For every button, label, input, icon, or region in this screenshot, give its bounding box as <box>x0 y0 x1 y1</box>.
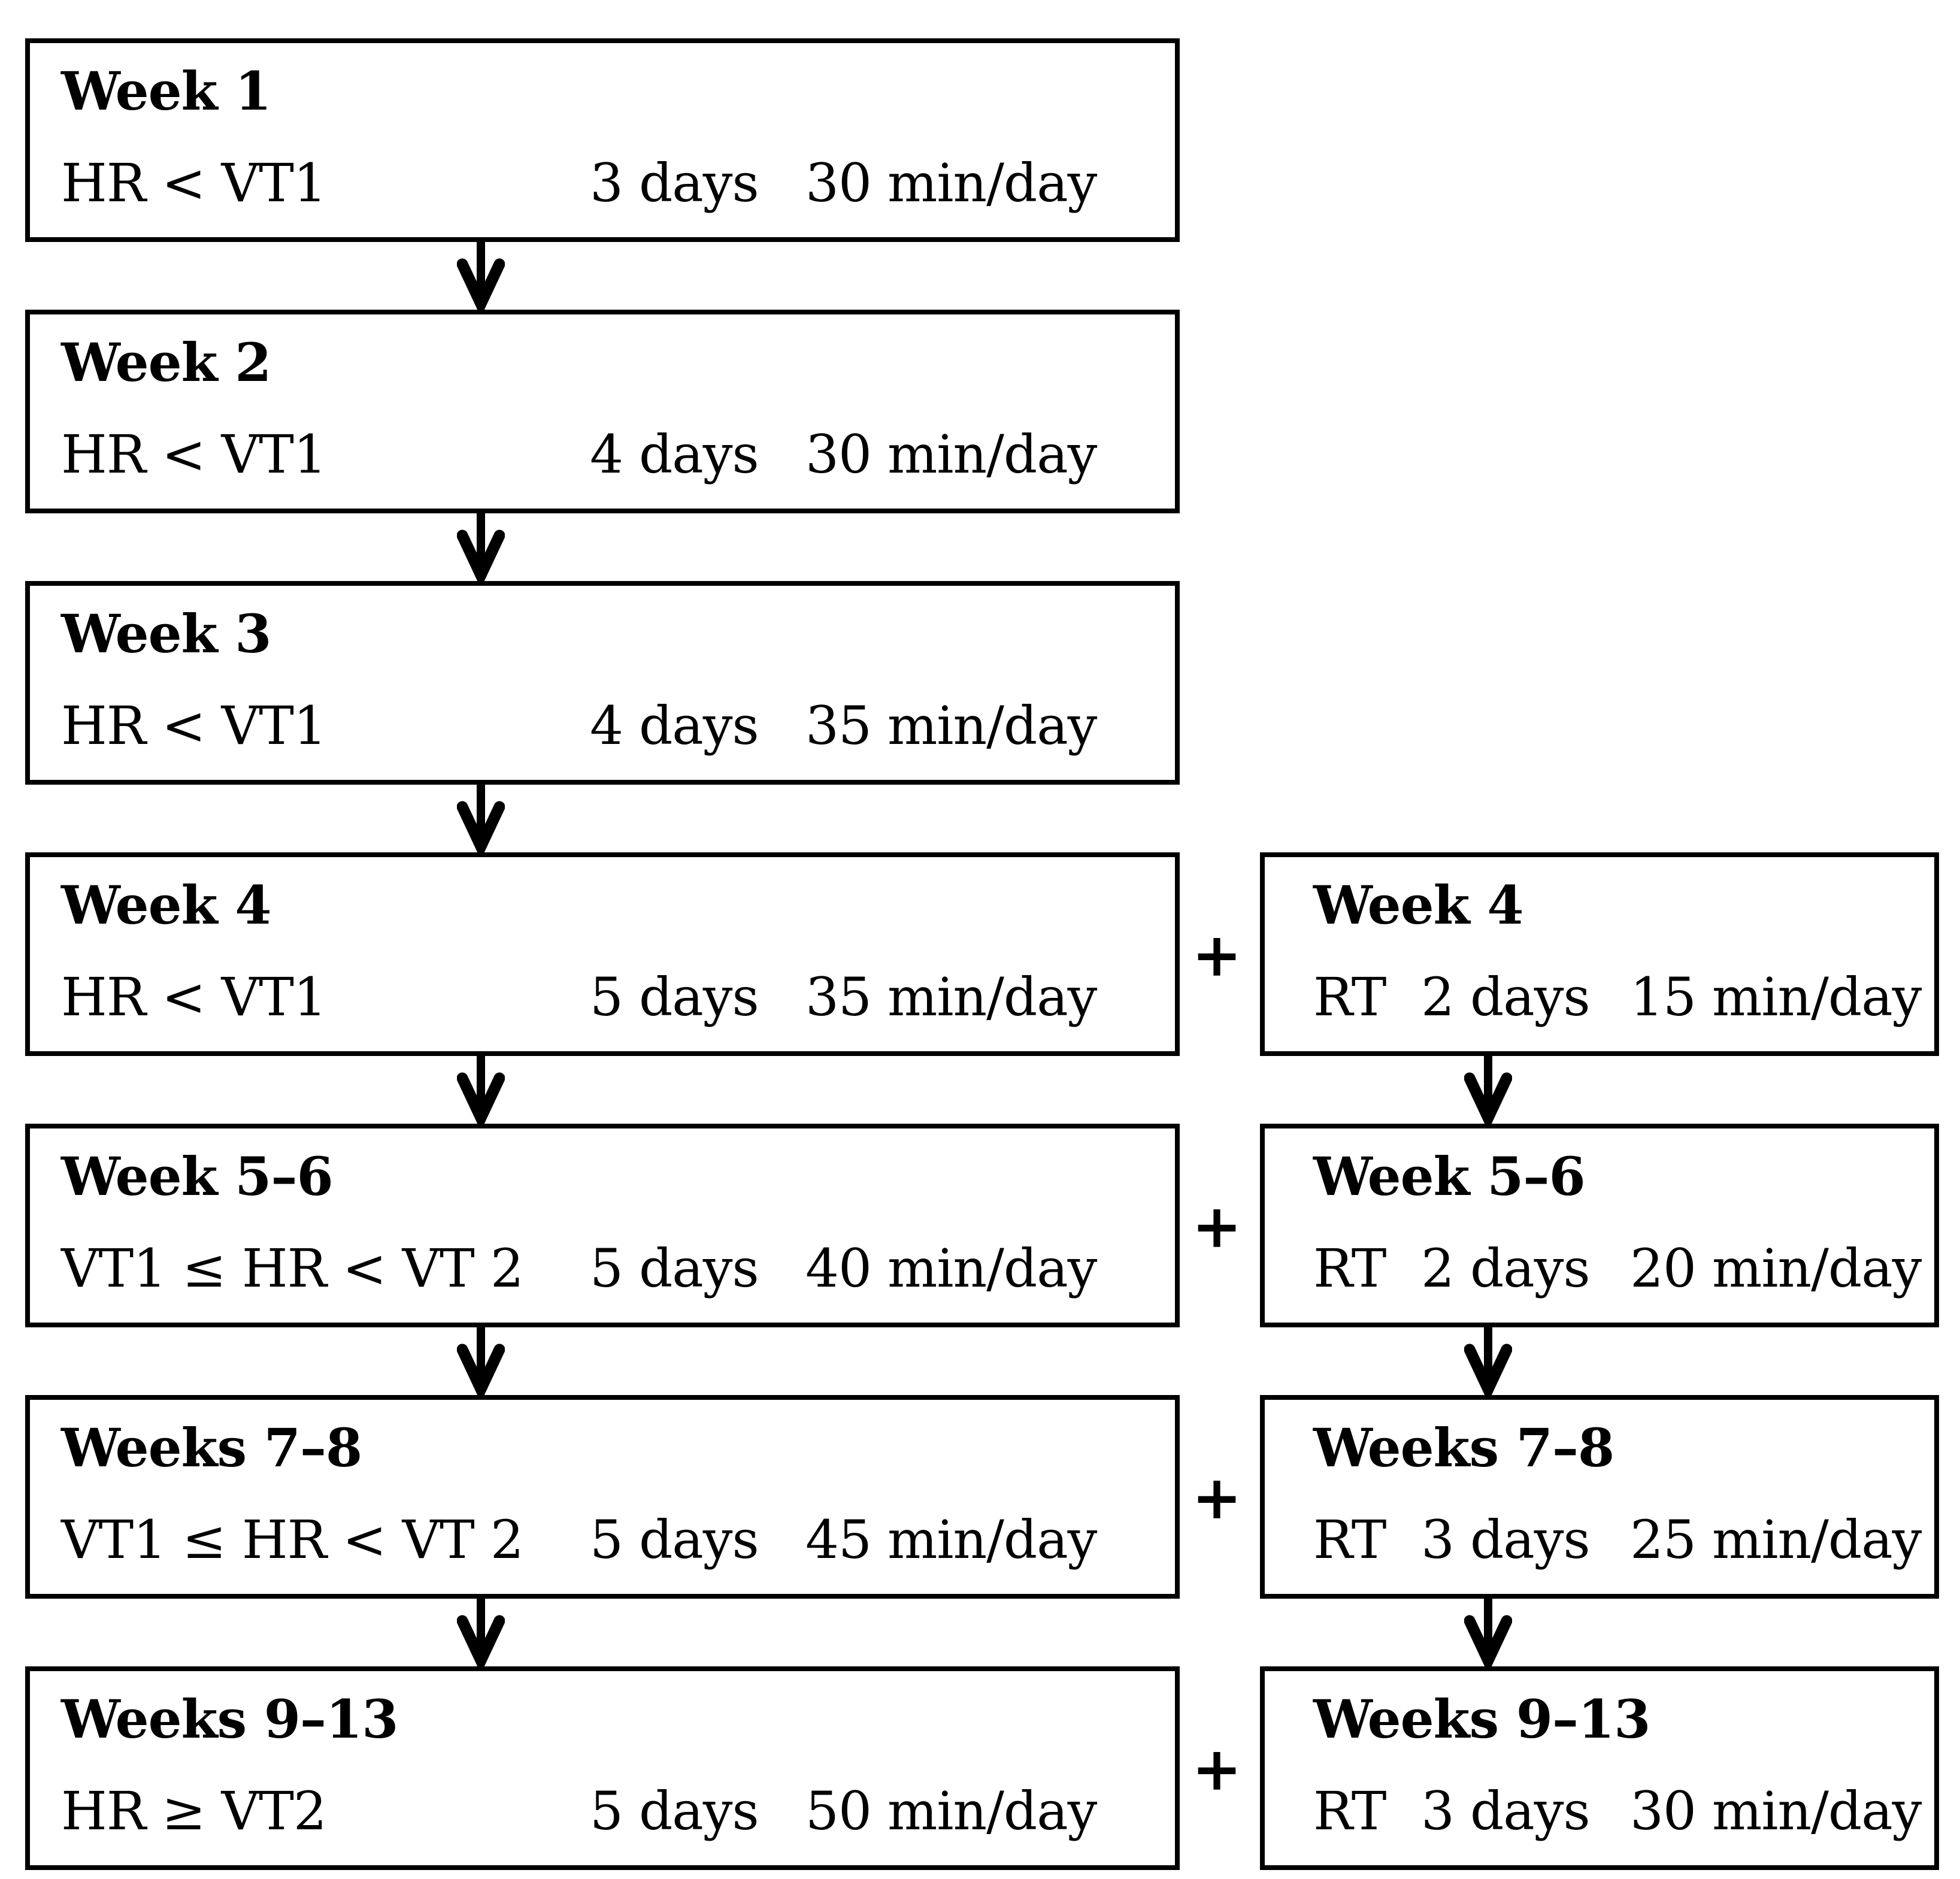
box-detail-row: RT 2 days 15 min/day <box>1265 971 1934 1031</box>
down-arrow <box>1464 1056 1512 1124</box>
box-title: Week 1 <box>61 60 271 122</box>
box-detail-row: HR < VT1 5 days 35 min/day <box>30 971 1175 1031</box>
box-detail-row: VT1 ≤ HR < VT 2 5 days 40 min/day <box>30 1242 1175 1302</box>
box-title: Weeks 9–13 <box>1313 1688 1650 1750</box>
down-arrow <box>457 513 505 581</box>
box-title: Week 3 <box>61 603 271 665</box>
plus-sign: + <box>1192 1191 1242 1261</box>
box-detail-row: RT 3 days 25 min/day <box>1265 1514 1934 1574</box>
down-arrow <box>457 1599 505 1666</box>
box-title: Week 2 <box>61 331 271 394</box>
days-label: 5 days <box>590 1237 759 1299</box>
left-box-weeks-9-13: Weeks 9–13 HR ≥ VT2 5 days 50 min/day <box>25 1666 1180 1870</box>
down-arrow-icon <box>457 1056 505 1124</box>
box-title: Weeks 7–8 <box>1313 1417 1614 1479</box>
days-label: 2 days <box>1421 966 1591 1028</box>
activity-label: RT <box>1313 1509 1386 1571</box>
left-box-week-5-6: Week 5–6 VT1 ≤ HR < VT 2 5 days 40 min/d… <box>25 1124 1180 1327</box>
intensity-label: HR < VT1 <box>61 695 327 757</box>
intensity-label: HR < VT1 <box>61 423 327 485</box>
down-arrow <box>1464 1599 1512 1666</box>
left-box-week-2: Week 2 HR < VT1 4 days 30 min/day <box>25 310 1180 513</box>
down-arrow <box>457 785 505 852</box>
activity-label: RT <box>1313 1237 1386 1299</box>
box-detail-row: RT 3 days 30 min/day <box>1265 1785 1934 1845</box>
duration-label: 30 min/day <box>1630 1780 1922 1842</box>
down-arrow-icon <box>1464 1327 1512 1395</box>
down-arrow <box>457 242 505 310</box>
box-detail-row: HR < VT1 4 days 30 min/day <box>30 428 1175 488</box>
down-arrow-icon <box>457 513 505 581</box>
right-box-week-5-6: Week 5–6 RT 2 days 20 min/day <box>1260 1124 1939 1327</box>
days-label: 3 days <box>590 152 759 214</box>
duration-label: 40 min/day <box>805 1237 1097 1299</box>
duration-label: 35 min/day <box>805 695 1097 757</box>
activity-label: RT <box>1313 966 1386 1028</box>
duration-label: 45 min/day <box>805 1509 1097 1571</box>
box-detail-row: HR < VT1 3 days 30 min/day <box>30 157 1175 217</box>
duration-label: 25 min/day <box>1630 1509 1922 1571</box>
down-arrow <box>457 1056 505 1124</box>
box-title: Week 5–6 <box>1313 1145 1586 1208</box>
box-title: Week 4 <box>61 874 271 936</box>
left-box-week-1: Week 1 HR < VT1 3 days 30 min/day <box>25 38 1180 242</box>
right-box-weeks-9-13: Weeks 9–13 RT 3 days 30 min/day <box>1260 1666 1939 1870</box>
intensity-label: HR < VT1 <box>61 966 327 1028</box>
duration-label: 15 min/day <box>1630 966 1922 1028</box>
right-box-weeks-7-8: Weeks 7–8 RT 3 days 25 min/day <box>1260 1395 1939 1599</box>
days-label: 4 days <box>590 423 759 485</box>
days-label: 5 days <box>590 1780 759 1842</box>
duration-label: 50 min/day <box>805 1780 1097 1842</box>
down-arrow-icon <box>1464 1599 1512 1666</box>
box-detail-row: RT 2 days 20 min/day <box>1265 1242 1934 1302</box>
down-arrow-icon <box>457 242 505 310</box>
duration-label: 30 min/day <box>805 152 1097 214</box>
left-box-week-3: Week 3 HR < VT1 4 days 35 min/day <box>25 581 1180 785</box>
down-arrow-icon <box>457 1327 505 1395</box>
duration-label: 35 min/day <box>805 966 1097 1028</box>
activity-label: RT <box>1313 1780 1386 1842</box>
box-title: Week 5–6 <box>61 1145 334 1208</box>
box-detail-row: HR ≥ VT2 5 days 50 min/day <box>30 1785 1175 1845</box>
duration-label: 20 min/day <box>1630 1237 1922 1299</box>
down-arrow-icon <box>457 785 505 852</box>
box-detail-row: VT1 ≤ HR < VT 2 5 days 45 min/day <box>30 1514 1175 1574</box>
down-arrow <box>1464 1327 1512 1395</box>
box-title: Weeks 7–8 <box>61 1417 362 1479</box>
duration-label: 30 min/day <box>805 423 1097 485</box>
plus-sign: + <box>1192 1733 1242 1804</box>
days-label: 3 days <box>1421 1780 1591 1842</box>
plus-sign: + <box>1192 919 1242 990</box>
down-arrow <box>457 1327 505 1395</box>
left-box-weeks-7-8: Weeks 7–8 VT1 ≤ HR < VT 2 5 days 45 min/… <box>25 1395 1180 1599</box>
right-box-week-4: Week 4 RT 2 days 15 min/day <box>1260 852 1939 1056</box>
days-label: 4 days <box>590 695 759 757</box>
left-box-week-4: Week 4 HR < VT1 5 days 35 min/day <box>25 852 1180 1056</box>
intensity-label: HR < VT1 <box>61 152 327 214</box>
intensity-label: VT1 ≤ HR < VT 2 <box>61 1509 524 1571</box>
intensity-label: HR ≥ VT2 <box>61 1780 327 1842</box>
plus-sign: + <box>1192 1462 1242 1533</box>
box-title: Week 4 <box>1313 874 1523 936</box>
days-label: 5 days <box>590 966 759 1028</box>
box-detail-row: HR < VT1 4 days 35 min/day <box>30 700 1175 760</box>
down-arrow-icon <box>1464 1056 1512 1124</box>
days-label: 5 days <box>590 1509 759 1571</box>
box-title: Weeks 9–13 <box>61 1688 398 1750</box>
intensity-label: VT1 ≤ HR < VT 2 <box>61 1237 524 1299</box>
days-label: 2 days <box>1421 1237 1591 1299</box>
down-arrow-icon <box>457 1599 505 1666</box>
days-label: 3 days <box>1421 1509 1591 1571</box>
